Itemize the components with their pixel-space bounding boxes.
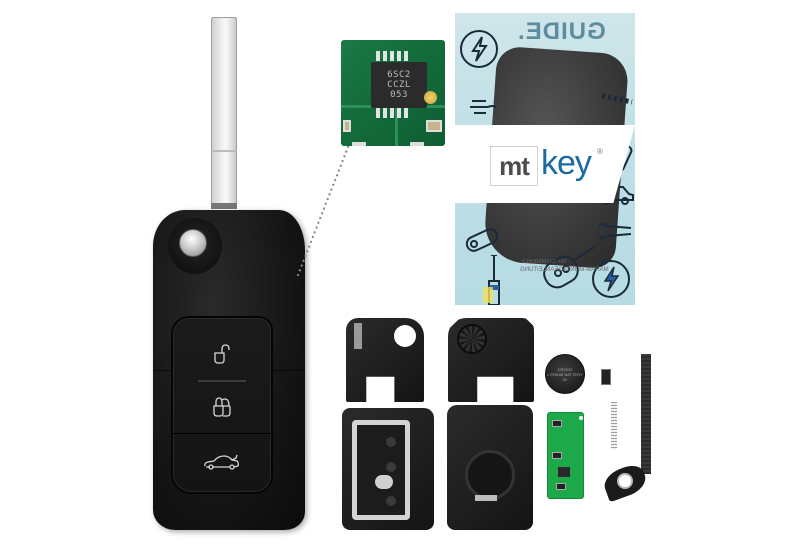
battery-clip (475, 495, 497, 501)
button-divider (173, 433, 271, 434)
ic-pins-top (376, 51, 408, 61)
rubber-pad-stem (375, 475, 393, 489)
transponder-hole (617, 473, 633, 489)
lightning-icon (460, 30, 498, 68)
lightning-icon (592, 260, 630, 298)
gold-pad (424, 91, 437, 104)
key-blade (211, 17, 237, 209)
pivot-gear (457, 324, 487, 354)
micro-switch (556, 483, 566, 490)
footer-line: MARAM-MONTAGEANLEITUNG (520, 267, 609, 273)
key-blade-collar (211, 203, 237, 209)
led-component (601, 369, 611, 385)
screw-post (386, 462, 396, 472)
pcb-chip (558, 467, 570, 477)
battery-label: 3V (562, 376, 568, 382)
micro-switch (552, 452, 562, 459)
footer-line: MT-COMMERCE (520, 259, 566, 265)
flip-key-icon (543, 246, 595, 289)
lock-button[interactable] (172, 387, 272, 427)
brand-logo-box: mt (490, 146, 538, 186)
key-blade-step (211, 150, 237, 152)
micro-switch (552, 420, 562, 427)
transponder-ic: 6SC2 CCZL 053 (371, 62, 427, 108)
battery-label: CR2032 (557, 366, 573, 372)
unlocked-padlock-icon (214, 344, 230, 364)
cable-icon (601, 93, 633, 105)
double-padlock-icon (213, 397, 231, 417)
battery-label: LITHIUM BATTERY (547, 371, 583, 377)
smd-component (343, 120, 351, 132)
highlight-mark (483, 287, 493, 303)
ic-marking-line: 053 (390, 90, 408, 100)
button-divider (198, 380, 246, 382)
blade-release-button[interactable] (179, 229, 207, 257)
battery-compartment (465, 450, 515, 500)
hand-icon (470, 100, 497, 114)
screw-post (386, 496, 396, 506)
ic-marking-line: 6SC2 (387, 70, 411, 80)
metal-insert (354, 323, 362, 349)
ic-marking-line: CCZL (387, 80, 411, 90)
registered-mark: ® (597, 147, 603, 156)
smd-component (410, 142, 424, 146)
guide-card-footer-text: MT-COMMERCE MARAM-MONTAGEANLEITUNG (520, 258, 609, 274)
rubber-pad-frame (352, 420, 410, 520)
smd-component (426, 120, 442, 132)
pivot-hole (394, 325, 416, 347)
brand-logo-mt: mt (499, 150, 530, 181)
coin-cell-battery: CR2032 LITHIUM BATTERY 3V (545, 354, 585, 394)
smd-component (352, 142, 366, 146)
brand-logo-key: key (541, 144, 592, 182)
car-trunk-icon (204, 454, 239, 470)
screw-post (386, 437, 396, 447)
spring (611, 402, 617, 450)
trunk-button[interactable] (172, 442, 272, 482)
ic-pins-bottom (376, 108, 408, 118)
pcb-mount-hole (579, 416, 583, 420)
zoom-leader-line (296, 140, 352, 277)
guide-card-title: GUIDE. (517, 18, 606, 45)
guide-card-banner (455, 125, 635, 203)
transponder-strip (641, 354, 651, 474)
unlock-button[interactable] (172, 334, 272, 374)
key-tag-icon (465, 228, 499, 252)
pcb-trace (395, 108, 398, 146)
wrench-icon (598, 223, 632, 239)
